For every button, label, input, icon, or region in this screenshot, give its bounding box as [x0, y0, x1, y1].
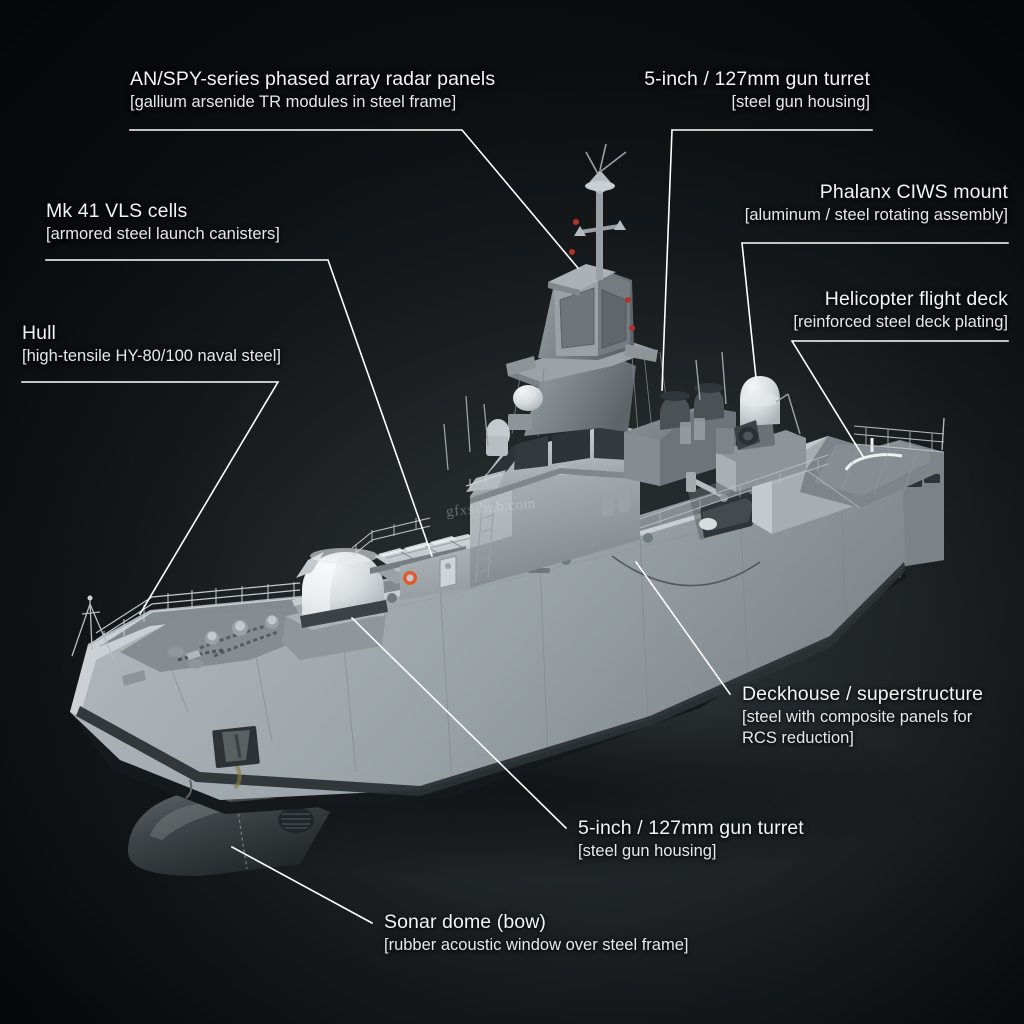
- gun-turret-bow: [282, 548, 388, 660]
- annotation-deckhouse-title: Deckhouse / superstructure: [742, 683, 984, 705]
- forecastle-railing: [95, 582, 301, 649]
- annotation-gun-turret-top-material: [steel gun housing]: [731, 92, 870, 111]
- annotation-hull-material: [high-tensile HY-80/100 naval steel]: [22, 346, 281, 365]
- hull-boot-topline: [76, 562, 906, 796]
- leader-flight-deck: [790, 339, 1009, 460]
- annotation-ciws: Phalanx CIWS mount [aluminum / steel rot…: [745, 181, 1008, 225]
- annotation-sonar-dome: Sonar dome (bow) [rubber acoustic window…: [384, 911, 688, 955]
- helicopter-flight-deck: [800, 417, 945, 509]
- bridge-windows: [486, 427, 628, 476]
- vls-deck-railing: [351, 517, 431, 557]
- annotation-gun-turret-bow: 5-inch / 127mm gun turret [steel gun hou…: [578, 817, 804, 861]
- annotation-flight-deck: Helicopter flight deck [reinforced steel…: [793, 288, 1008, 332]
- leader-ciws: [741, 242, 1009, 379]
- annotation-gun-turret-top: 5-inch / 127mm gun turret [steel gun hou…: [644, 68, 870, 112]
- leader-gun-turret-bow: [350, 616, 568, 830]
- phalanx-ciws: [716, 376, 806, 492]
- mast-tower: [443, 143, 671, 471]
- annotation-vls-title: Mk 41 VLS cells: [46, 200, 188, 222]
- mooring-line: [611, 555, 761, 587]
- annotation-vls: Mk 41 VLS cells [armored steel launch ca…: [46, 200, 280, 244]
- leader-gun-turret-top: [661, 129, 873, 391]
- annotation-gun-turret-bow-title: 5-inch / 127mm gun turret: [578, 817, 804, 839]
- annotation-vls-material: [armored steel launch canisters]: [46, 224, 280, 243]
- annotation-sonar-dome-title: Sonar dome (bow): [384, 911, 547, 933]
- annotation-radar: AN/SPY-series phased array radar panels …: [130, 68, 495, 112]
- leader-vls: [45, 259, 434, 558]
- phased-array-panel-port: [559, 287, 595, 349]
- annotation-radar-title: AN/SPY-series phased array radar panels: [130, 68, 496, 90]
- annotation-hull-title: Hull: [22, 322, 56, 344]
- annotation-deckhouse: Deckhouse / superstructure [steel with c…: [742, 683, 983, 748]
- annotation-deckhouse-material: [steel with composite panels for: [742, 707, 973, 726]
- leader-hull: [21, 381, 280, 616]
- leader-deckhouse: [634, 560, 732, 696]
- bridge-block: [465, 424, 648, 504]
- annotation-gun-turret-top-title: 5-inch / 127mm gun turret: [644, 68, 870, 90]
- leader-sonar-dome: [230, 845, 374, 925]
- sonar-dome: [128, 792, 330, 876]
- phased-array-panel-stbd: [601, 289, 627, 349]
- annotation-flight-deck-material: [reinforced steel deck plating]: [793, 312, 1008, 331]
- annotation-hull: Hull [high-tensile HY-80/100 naval steel…: [22, 322, 281, 366]
- annotation-deckhouse-material-line2: RCS reduction]: [742, 728, 854, 747]
- annotation-ciws-material: [aluminum / steel rotating assembly]: [744, 205, 1008, 224]
- annotation-ciws-title: Phalanx CIWS mount: [819, 181, 1008, 203]
- annotation-gun-turret-bow-material: [steel gun housing]: [578, 841, 717, 860]
- landing-circle-marking: [844, 453, 903, 471]
- hull-railing-aft: [639, 454, 829, 529]
- annotation-flight-deck-title: Helicopter flight deck: [824, 288, 1008, 310]
- annotation-radar-material: [gallium arsenide TR modules in steel fr…: [130, 92, 457, 111]
- aft-antennas: [695, 351, 801, 435]
- leader-radar: [129, 129, 580, 270]
- annotation-sonar-dome-material: [rubber acoustic window over steel frame…: [384, 935, 689, 954]
- jackstaff: [71, 595, 115, 661]
